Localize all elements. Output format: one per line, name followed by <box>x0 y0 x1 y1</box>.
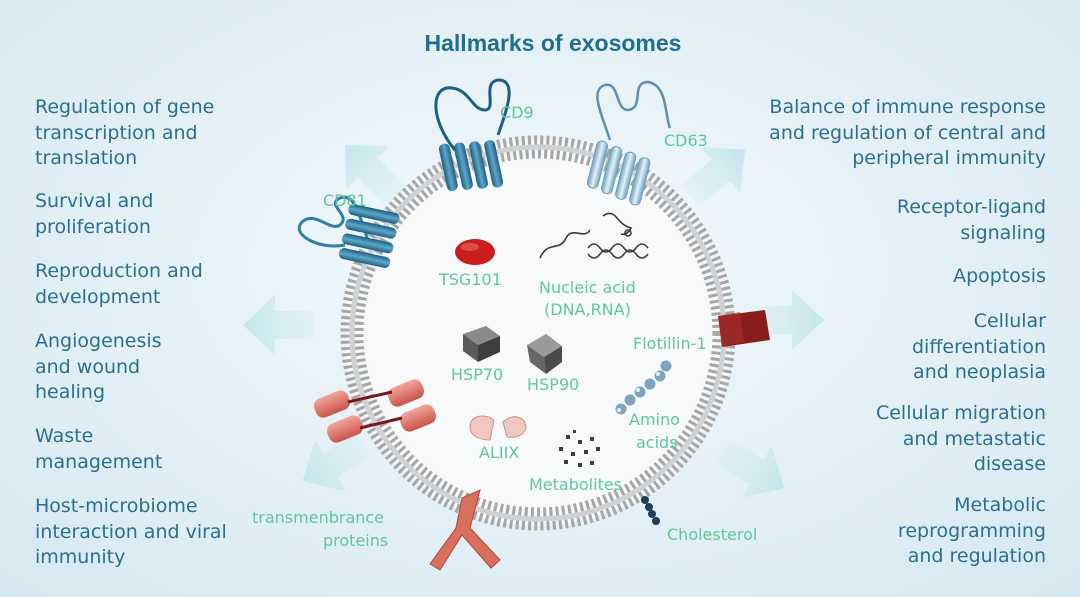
aliix-label: ALIIX <box>479 443 519 462</box>
cd9-protein: CD9 <box>434 78 534 192</box>
arrow-lower-right <box>715 439 785 498</box>
right-item-receptor-ligand: Receptor-ligand signaling <box>896 196 1046 244</box>
right-item-apoptosis: Apoptosis <box>953 265 1046 287</box>
metabolites-label: Metabolites <box>529 475 622 494</box>
left-item-survival: Survival and proliferation <box>35 190 154 238</box>
amino-acids-label-line1: Amino <box>629 410 680 429</box>
left-item-reproduction: Reproduction and development <box>35 260 203 308</box>
amino-acids-label-line2: acids <box>636 433 678 452</box>
left-item-gene-regulation: Regulation of gene transcription and tra… <box>35 96 215 169</box>
cholesterol-molecule: Cholesterol <box>641 496 757 544</box>
cd81-label: CD81 <box>323 191 367 210</box>
hsp70-cube: HSP70 <box>451 326 503 384</box>
cd9-label: CD9 <box>500 103 534 122</box>
flotillin-protein: Flotillin-1 <box>633 310 770 353</box>
y-shaped-transmembrane-protein: transmenbrance proteins <box>252 489 501 571</box>
left-item-waste: Waste management <box>35 425 163 473</box>
right-item-differentiation: Cellular differentiation and neoplasia <box>911 310 1046 383</box>
tsg101-protein: TSG101 <box>438 239 502 289</box>
transmembrane-label-line1: transmenbrance <box>252 508 384 527</box>
left-item-host-microbiome: Host-microbiome interaction and viral im… <box>35 495 227 568</box>
flotillin-label: Flotillin-1 <box>633 334 707 353</box>
transmembrane-label-line2: proteins <box>323 531 388 550</box>
hsp90-label: HSP90 <box>527 375 579 394</box>
diagram-title: Hallmarks of exosomes <box>424 30 682 56</box>
arrow-upper-right <box>681 147 746 207</box>
hsp90-cube: HSP90 <box>527 334 579 394</box>
arrow-lower-left <box>302 432 372 491</box>
nucleic-acid-label-line2: (DNA,RNA) <box>544 300 631 319</box>
cd63-label: CD63 <box>664 131 708 150</box>
arrow-group <box>243 145 824 498</box>
arrow-upper-left <box>345 145 406 206</box>
cd63-protein: CD63 <box>586 80 708 206</box>
amino-acid-chain: Amino acids <box>615 360 680 452</box>
arrow-left <box>243 295 315 355</box>
metabolite-particles: Metabolites <box>529 430 622 494</box>
left-item-angiogenesis: Angiogenesis and wound healing <box>35 330 162 403</box>
cd81-protein: CD81 <box>297 191 400 268</box>
arrow-right <box>752 290 824 350</box>
transmembrane-dimer <box>313 379 437 443</box>
right-item-immune-balance: Balance of immune response and regulatio… <box>769 96 1046 169</box>
cholesterol-label: Cholesterol <box>667 525 757 544</box>
nucleic-acid-strands: Nucleic acid (DNA,RNA) <box>539 212 649 319</box>
tsg101-label: TSG101 <box>438 270 502 289</box>
right-item-metabolic: Metabolic reprogramming and regulation <box>897 494 1046 567</box>
lipid-bilayer-membrane <box>340 135 736 531</box>
aliix-protein: ALIIX <box>469 415 527 462</box>
hsp70-label: HSP70 <box>451 365 503 384</box>
nucleic-acid-label-line1: Nucleic acid <box>539 278 636 297</box>
right-item-migration: Cellular migration and metastatic diseas… <box>875 402 1046 475</box>
